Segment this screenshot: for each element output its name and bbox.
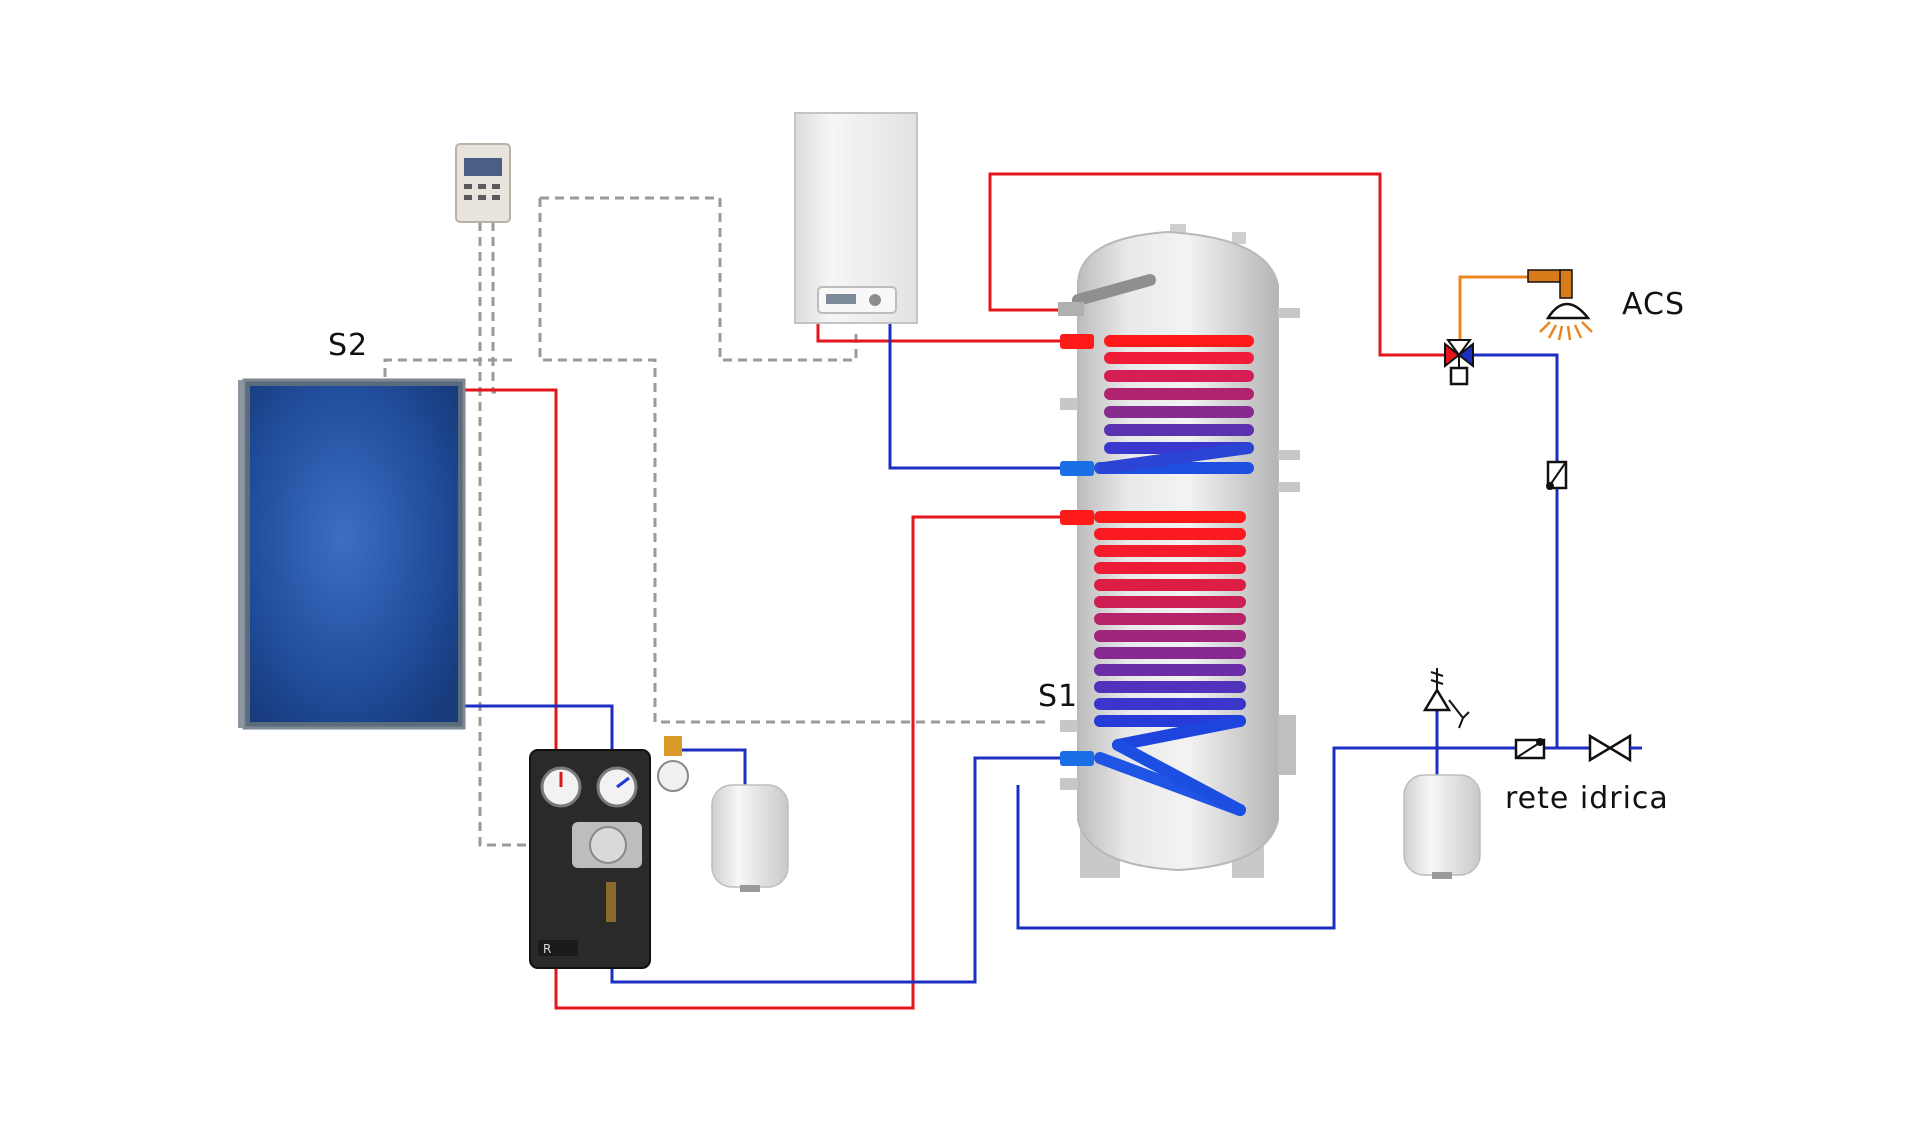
lower-coil-inlet xyxy=(1060,510,1094,525)
safety-valve-brass xyxy=(657,736,689,792)
lower-solar-coil xyxy=(1094,511,1246,816)
dhw-circuit-pipes xyxy=(988,172,1630,930)
hot-water-label: ACS xyxy=(1622,287,1685,322)
water-mains-label: rete idrica xyxy=(1505,781,1669,816)
pump-station-logo: R xyxy=(543,942,551,956)
gate-valve-icon xyxy=(1588,733,1642,763)
check-valve-icon xyxy=(1546,460,1568,490)
shower-icon xyxy=(1527,269,1593,341)
sensor-label-s1: S1 xyxy=(1038,679,1078,714)
sensor-label-s2: S2 xyxy=(328,328,368,363)
solar-controller xyxy=(455,143,511,223)
solar-collector xyxy=(238,378,466,730)
signal-wiring xyxy=(383,196,1050,847)
upper-heating-coil xyxy=(1094,335,1254,474)
safety-valve-icon xyxy=(1422,668,1470,729)
solar-pump-station: R xyxy=(529,749,651,969)
wall-boiler xyxy=(794,112,918,324)
upper-coil-outlet xyxy=(1060,461,1094,476)
solar-expansion-vessel xyxy=(711,784,789,892)
solar-circuit-pipes xyxy=(462,388,1062,1010)
upper-coil-inlet xyxy=(1060,334,1094,349)
boiler-circuit-pipes xyxy=(816,322,1062,470)
check-valve-icon-inlet xyxy=(1514,738,1546,760)
lower-coil-outlet xyxy=(1060,751,1094,766)
water-expansion-vessel xyxy=(1403,774,1481,879)
mixing-valve xyxy=(1444,339,1474,386)
